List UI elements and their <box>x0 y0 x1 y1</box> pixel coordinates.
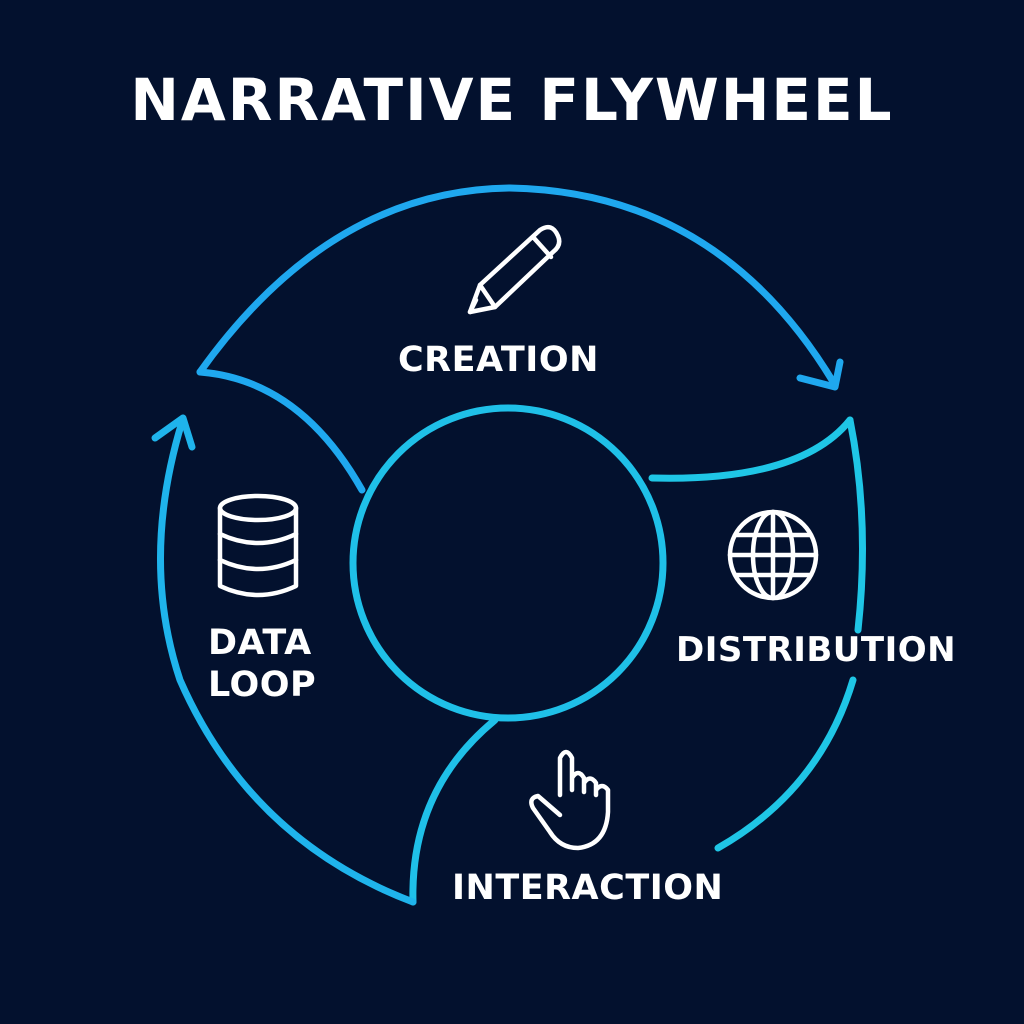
creation-arc <box>196 184 839 389</box>
data-loop-arc <box>157 418 417 906</box>
creation-label: CREATION <box>398 340 599 380</box>
hub-circle <box>349 404 667 722</box>
creation-inner-curve <box>196 368 366 494</box>
data-loop-label-line2: LOOP <box>208 665 317 705</box>
data-loop-label: DATA LOOP <box>208 622 316 706</box>
globe-icon <box>727 509 819 601</box>
pointing-hand-icon <box>529 749 611 851</box>
pencil-icon <box>467 224 562 315</box>
data-loop-arrowhead <box>151 414 196 451</box>
distribution-inner-curve <box>648 416 854 482</box>
creation-arrowhead <box>796 358 844 391</box>
database-icon <box>217 493 299 598</box>
interaction-inner-curve <box>409 716 499 906</box>
distribution-arc-lower <box>714 676 857 852</box>
interaction-label: INTERACTION <box>452 868 724 908</box>
diagram-title: NARRATIVE FLYWHEEL <box>130 66 894 134</box>
distribution-label: DISTRIBUTION <box>676 630 957 670</box>
data-loop-label-line1: DATA <box>208 623 312 663</box>
distribution-arc-upper <box>846 416 866 634</box>
